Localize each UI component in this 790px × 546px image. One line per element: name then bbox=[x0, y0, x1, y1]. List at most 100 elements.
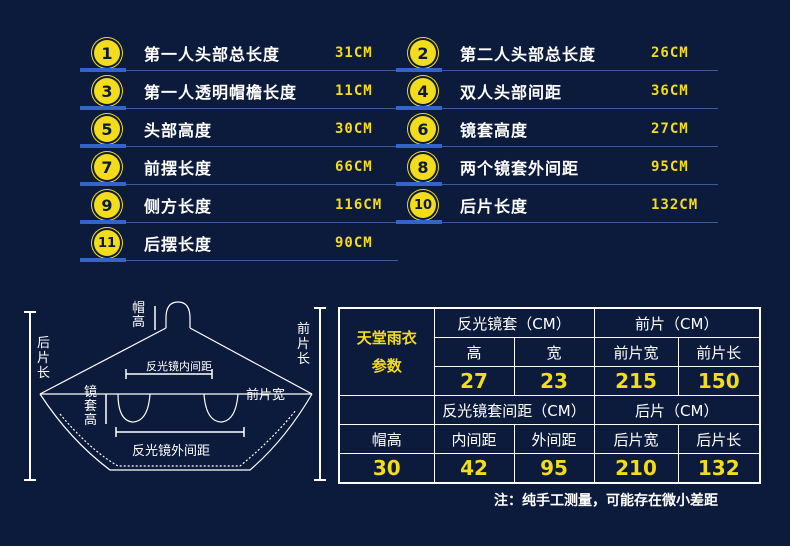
col-header-back-length: 后片长 bbox=[677, 424, 761, 454]
divider-accent bbox=[80, 68, 126, 72]
spec-label: 镜套高度 bbox=[460, 121, 529, 140]
divider bbox=[80, 70, 398, 71]
spec-row-1: 1 第一人头部总长度 31CM bbox=[80, 34, 398, 72]
value-inner-gap: 42 bbox=[433, 453, 515, 484]
value-back-length: 132 bbox=[677, 453, 761, 484]
number-badge: 7 bbox=[94, 154, 120, 180]
divider bbox=[80, 146, 398, 147]
value-wide: 23 bbox=[513, 366, 595, 396]
divider-accent bbox=[80, 182, 126, 186]
parameter-table: 天堂雨衣 参数 反光镜套（CM） 前片（CM） 高 宽 前片宽 前片长 27 2… bbox=[338, 307, 761, 484]
spec-row-4: 4 双人头部间距 36CM bbox=[396, 72, 718, 110]
spec-label: 头部高度 bbox=[144, 121, 213, 140]
spec-row-3: 3 第一人透明帽檐长度 11CM bbox=[80, 72, 398, 110]
spec-row-7: 7 前摆长度 66CM bbox=[80, 148, 398, 186]
divider bbox=[396, 70, 718, 71]
divider bbox=[396, 146, 718, 147]
spec-value: 30CM bbox=[335, 121, 373, 137]
spec-row-11: 11 后摆长度 90CM bbox=[80, 224, 398, 262]
label-mirror-height: 镜套高 bbox=[84, 385, 98, 428]
spec-label: 双人头部间距 bbox=[460, 83, 563, 102]
divider bbox=[396, 222, 718, 223]
col-header-front-width: 前片宽 bbox=[593, 337, 679, 367]
table-title: 天堂雨衣 参数 bbox=[338, 307, 435, 396]
number-badge: 6 bbox=[410, 116, 436, 142]
col-header-hat-height: 帽高 bbox=[338, 424, 435, 454]
number-badge: 5 bbox=[94, 116, 120, 142]
spec-value: 132CM bbox=[651, 197, 699, 213]
number-badge: 8 bbox=[410, 154, 436, 180]
spec-row-5: 5 头部高度 30CM bbox=[80, 110, 398, 148]
divider bbox=[80, 260, 398, 261]
measurement-note: 注：纯手工测量，可能存在微小差距 bbox=[494, 493, 718, 509]
label-mirror-inner: 反光镜内间距 bbox=[146, 360, 212, 373]
label-front-width: 前片宽 bbox=[246, 388, 286, 403]
group-header-mirror-gap: 反光镜套间距（CM） bbox=[433, 395, 595, 425]
label-mirror-outer: 反光镜外间距 bbox=[132, 444, 211, 459]
spec-row-10: 10 后片长度 132CM bbox=[396, 186, 718, 224]
spec-value: 90CM bbox=[335, 235, 373, 251]
empty-cell bbox=[338, 395, 435, 425]
divider bbox=[80, 108, 398, 109]
col-header-outer-gap: 外间距 bbox=[513, 424, 595, 454]
value-outer-gap: 95 bbox=[513, 453, 595, 484]
number-badge: 9 bbox=[94, 192, 120, 218]
spec-label: 后摆长度 bbox=[144, 235, 213, 254]
spec-value: 26CM bbox=[651, 45, 689, 61]
spec-value: 116CM bbox=[335, 197, 383, 213]
divider-accent bbox=[80, 220, 126, 224]
divider-accent bbox=[80, 106, 126, 110]
label-back-length: 后片长 bbox=[37, 336, 51, 381]
spec-value: 27CM bbox=[651, 121, 689, 137]
spec-row-2: 2 第二人头部总长度 26CM bbox=[396, 34, 718, 72]
divider-accent bbox=[80, 144, 126, 148]
spec-label: 前摆长度 bbox=[144, 159, 213, 178]
value-front-width: 215 bbox=[593, 366, 679, 396]
group-header-front: 前片（CM） bbox=[593, 307, 761, 338]
spec-label: 第一人透明帽檐长度 bbox=[144, 83, 298, 102]
col-header-back-width: 后片宽 bbox=[593, 424, 679, 454]
number-badge: 1 bbox=[94, 40, 120, 66]
spec-label: 侧方长度 bbox=[144, 197, 213, 216]
value-high: 27 bbox=[433, 366, 515, 396]
group-header-mirror: 反光镜套（CM） bbox=[433, 307, 595, 338]
spec-label: 第一人头部总长度 bbox=[144, 45, 281, 64]
divider-accent bbox=[396, 68, 442, 72]
spec-label: 第二人头部总长度 bbox=[460, 45, 597, 64]
divider-accent bbox=[80, 258, 126, 262]
col-header-front-length: 前片长 bbox=[677, 337, 761, 367]
divider-accent bbox=[396, 106, 442, 110]
divider bbox=[80, 222, 398, 223]
spec-value: 36CM bbox=[651, 83, 689, 99]
divider-accent bbox=[396, 182, 442, 186]
spec-row-9: 9 侧方长度 116CM bbox=[80, 186, 398, 224]
spec-value: 66CM bbox=[335, 159, 373, 175]
number-badge: 11 bbox=[94, 230, 120, 256]
value-front-length: 150 bbox=[677, 366, 761, 396]
divider bbox=[396, 108, 718, 109]
number-badge: 4 bbox=[410, 78, 436, 104]
col-header-wide: 宽 bbox=[513, 337, 595, 367]
spec-value: 11CM bbox=[335, 83, 373, 99]
table-title-line2: 参数 bbox=[371, 357, 402, 375]
number-badge: 2 bbox=[410, 40, 436, 66]
divider-accent bbox=[396, 144, 442, 148]
divider-accent bbox=[396, 220, 442, 224]
spec-label: 后片长度 bbox=[460, 197, 529, 216]
number-badge: 3 bbox=[94, 78, 120, 104]
raincoat-diagram bbox=[24, 301, 326, 481]
spec-row-8: 8 两个镜套外间距 95CM bbox=[396, 148, 718, 186]
value-back-width: 210 bbox=[593, 453, 679, 484]
label-front-length: 前片长 bbox=[297, 322, 311, 367]
col-header-high: 高 bbox=[433, 337, 515, 367]
table-title-line1: 天堂雨衣 bbox=[356, 329, 417, 347]
label-hat-height: 帽高 bbox=[132, 301, 146, 330]
value-hat-height: 30 bbox=[338, 453, 435, 484]
spec-value: 95CM bbox=[651, 159, 689, 175]
divider bbox=[396, 184, 718, 185]
spec-row-6: 6 镜套高度 27CM bbox=[396, 110, 718, 148]
group-header-back: 后片（CM） bbox=[593, 395, 761, 425]
spec-label: 两个镜套外间距 bbox=[460, 159, 580, 178]
divider bbox=[80, 184, 398, 185]
col-header-inner-gap: 内间距 bbox=[433, 424, 515, 454]
